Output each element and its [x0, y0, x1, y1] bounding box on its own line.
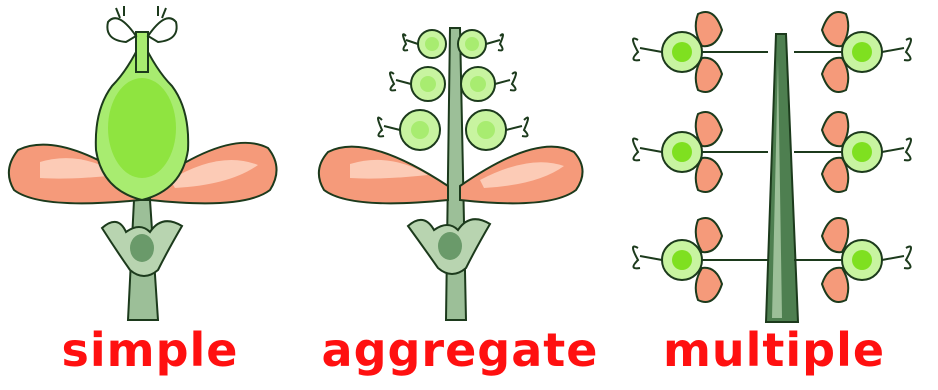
simple-fruit-panel: simple — [0, 0, 300, 390]
aggregate-fruit-panel: aggregate — [310, 0, 610, 390]
multiple-fruit-panel: multiple — [610, 0, 938, 390]
multiple-caption: multiple — [610, 322, 938, 378]
simple-fruit-flower-icon — [0, 0, 300, 330]
simple-caption: simple — [0, 322, 300, 378]
aggregate-fruit-flower-icon — [310, 0, 610, 330]
aggregate-caption: aggregate — [310, 322, 610, 378]
multiple-fruit-inflorescence-icon — [610, 0, 938, 330]
